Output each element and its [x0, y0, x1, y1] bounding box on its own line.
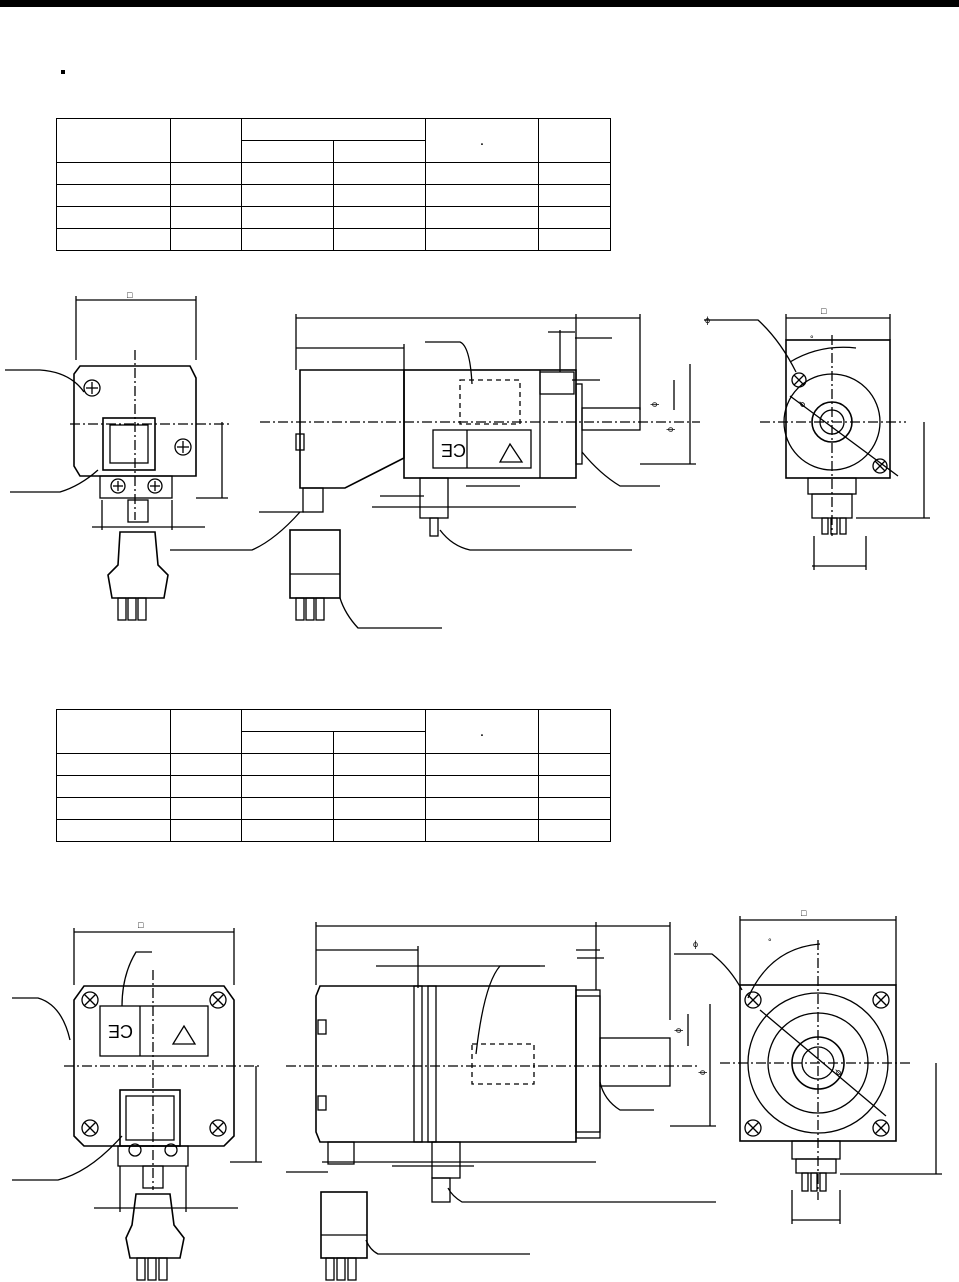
- motor-2-side-view: [286, 922, 716, 1281]
- phi-symbol: ϕ: [697, 1069, 708, 1076]
- ce-mark: CE: [108, 1021, 134, 1041]
- phi-symbol: ϕ: [649, 401, 660, 408]
- section-bullet: [61, 70, 65, 74]
- square-symbol: □: [801, 908, 807, 918]
- top-rule: [0, 0, 959, 7]
- square-symbol: □: [127, 290, 133, 300]
- table-row: [56, 184, 611, 207]
- table-2-dot: .: [479, 722, 485, 740]
- motor-1-rear-view: [5, 296, 301, 621]
- motor-1-front-view: [704, 314, 930, 570]
- phi-symbol: ϕ: [673, 1027, 684, 1034]
- phi-symbol: ϕ: [693, 939, 699, 949]
- square-symbol: □: [821, 306, 827, 316]
- motor-2-rear-view: [12, 928, 262, 1281]
- phi-symbol: ϕ: [705, 315, 711, 325]
- table-row: [56, 162, 611, 185]
- table-row: [56, 228, 611, 251]
- spec-table-1: .: [56, 118, 611, 251]
- square-symbol: □: [138, 920, 144, 930]
- spec-table-2: .: [56, 709, 611, 842]
- table-row: [56, 819, 611, 842]
- degree-symbol: °: [810, 334, 814, 344]
- table-1-dot: .: [479, 131, 485, 149]
- motor-1-side-view: [259, 314, 700, 629]
- degree-symbol: °: [768, 937, 772, 947]
- phi-symbol: ϕ: [665, 426, 676, 433]
- ce-mark: CE: [441, 440, 467, 460]
- motor-2-front-view: [674, 916, 942, 1224]
- table-row: [56, 753, 611, 776]
